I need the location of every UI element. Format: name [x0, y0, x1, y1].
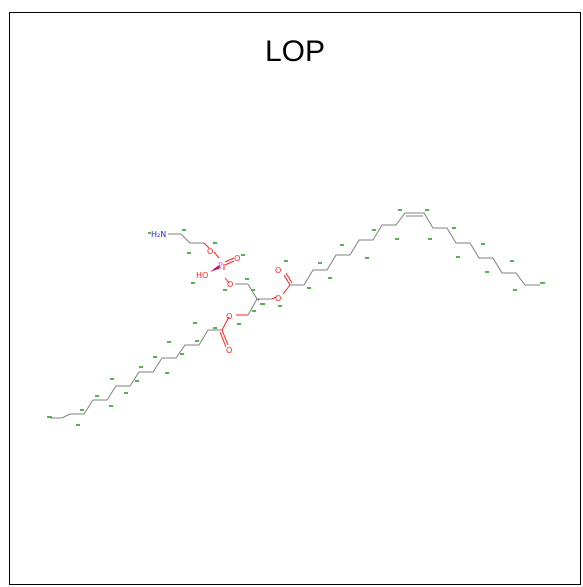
carbonyl-oxygen-lower-label: O — [226, 346, 232, 355]
atom-tags — [47, 209, 545, 426]
phosphoryl-oxygen-label: O — [234, 254, 240, 263]
phosphorus-label: P — [218, 261, 223, 270]
amine-label: H₂N — [151, 230, 166, 239]
molecule-title: LOP — [264, 35, 326, 68]
bridge-oxygen-label: O — [227, 280, 233, 289]
ether-oxygen-label: O — [207, 247, 213, 256]
ester-oxygen-upper-label: O — [275, 294, 281, 303]
lower-ester-bonds — [219, 316, 230, 348]
chiral-center-mark — [256, 298, 259, 301]
hydroxyl-label: HO — [196, 271, 208, 280]
upper-acyl-chain — [290, 212, 540, 286]
ester-oxygen-lower-label: O — [226, 312, 232, 321]
carbonyl-oxygen-upper-label: O — [275, 266, 281, 275]
glycerol-bonds — [236, 283, 277, 316]
headgroup-bonds — [168, 233, 248, 285]
upper-ester-bonds — [282, 272, 293, 295]
structure-frame: LOP — [9, 12, 581, 585]
lower-acyl-chain — [50, 329, 222, 419]
stereo-wedge-bond — [210, 265, 221, 272]
